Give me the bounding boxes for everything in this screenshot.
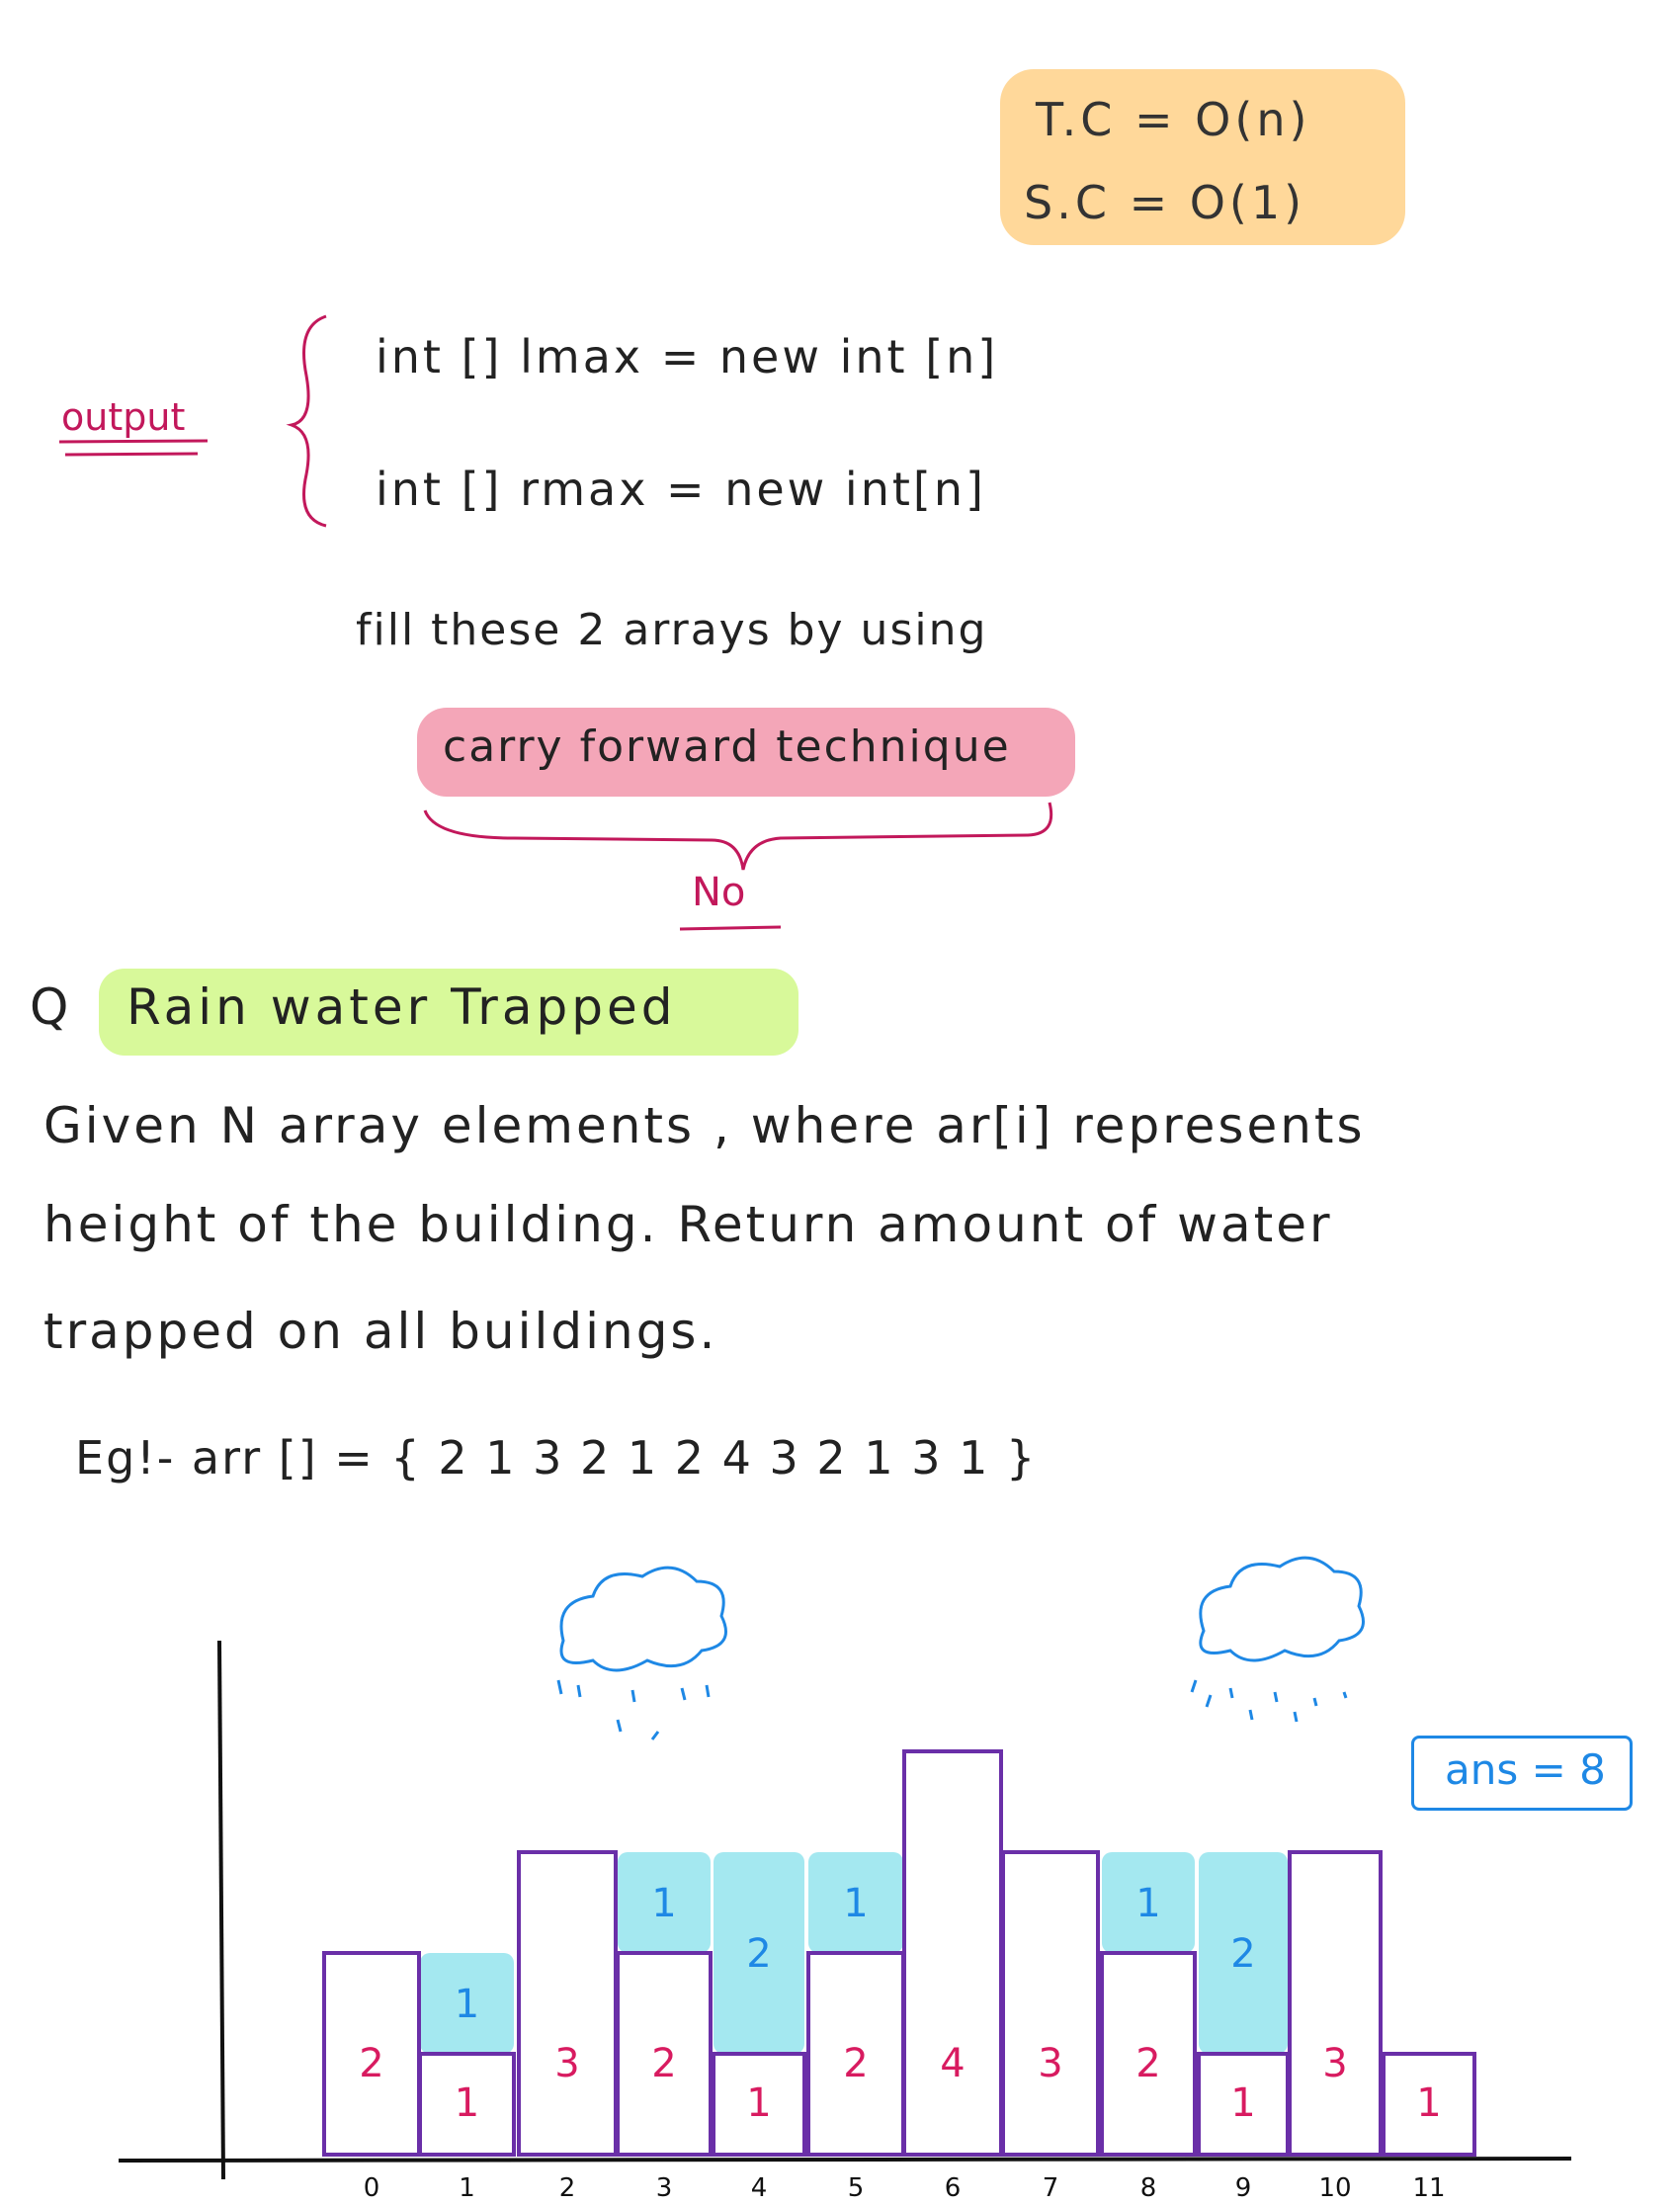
question-title: Rain water Trapped: [126, 978, 677, 1036]
rain-left: [556, 1679, 711, 1740]
water-5: [808, 1852, 903, 1953]
x-tick-9: 9: [1235, 2173, 1252, 2203]
bars-layer: [322, 1749, 1476, 2157]
water-3: [618, 1852, 711, 1953]
water-label-1: 1: [455, 1982, 479, 2027]
question-marker: Q: [30, 978, 69, 1036]
bar-label-1: 1: [455, 2080, 479, 2126]
x-tick-7: 7: [1043, 2173, 1059, 2203]
description-line-1: Given N array elements , where ar[i] rep…: [43, 1097, 1366, 1154]
cloud-left: [559, 1566, 727, 1672]
bar-label-0: 2: [359, 2041, 383, 2086]
technique-text: carry forward technique: [443, 721, 1011, 772]
bar-label-6: 4: [940, 2041, 965, 2086]
x-tick-5: 5: [848, 2173, 865, 2203]
bar-label-8: 2: [1135, 2041, 1160, 2086]
water-4: [714, 1852, 804, 2054]
x-axis: [118, 2157, 1572, 2163]
x-tick-1: 1: [459, 2173, 475, 2203]
bar-label-10: 3: [1322, 2041, 1347, 2086]
fill-text: fill these 2 arrays by using: [356, 605, 988, 655]
water-label-8: 1: [1135, 1881, 1160, 1926]
bar-3: [616, 1951, 713, 2157]
bar-label-11: 1: [1416, 2080, 1441, 2126]
bar-label-4: 1: [746, 2080, 771, 2126]
bar-8: [1100, 1951, 1197, 2157]
water-label-3: 1: [651, 1881, 676, 1926]
x-tick-8: 8: [1140, 2173, 1157, 2203]
no-label: No: [692, 870, 746, 915]
x-tick-6: 6: [945, 2173, 962, 2203]
example-array: Eg!- arr [] = { 2 1 3 2 1 2 4 3 2 1 3 1 …: [75, 1431, 1038, 1485]
answer-box: [1411, 1736, 1633, 1811]
water-8: [1102, 1852, 1195, 1953]
x-tick-labels: 0 1 2 3 4 5 6 7 8 9 10 11: [364, 2173, 1446, 2203]
water-9: [1199, 1852, 1288, 2054]
labels-layer: 2 1 1 3 1 2 2 1 1 2 4 3 1 2 2 1 3 1: [359, 1881, 1441, 2126]
bar-11: [1382, 2052, 1476, 2157]
bar-label-3: 2: [651, 2041, 676, 2086]
water-label-4: 2: [746, 1931, 771, 1977]
bar-2: [517, 1850, 618, 2157]
water-layer: [420, 1852, 1288, 2054]
bar-10: [1288, 1850, 1383, 2157]
x-tick-2: 2: [559, 2173, 576, 2203]
time-complexity: T.C = O(n): [1036, 93, 1311, 146]
rmax-declaration: int [] rmax = new int[n]: [376, 463, 986, 516]
output-label: output: [61, 395, 186, 439]
bar-1: [418, 2052, 516, 2157]
x-tick-4: 4: [751, 2173, 768, 2203]
axes: [118, 1640, 1572, 2180]
bar-label-5: 2: [843, 2041, 868, 2086]
bar-4: [712, 2052, 806, 2157]
water-1: [420, 1953, 514, 2054]
x-tick-3: 3: [656, 2173, 673, 2203]
bar-7: [1001, 1850, 1100, 2157]
y-axis: [217, 1640, 225, 2180]
technique-highlight: [417, 708, 1075, 797]
bar-6: [902, 1749, 1003, 2157]
answer-text: ans = 8: [1445, 1745, 1606, 1794]
bar-label-7: 3: [1038, 2041, 1062, 2086]
description-line-2: height of the building. Return amount of…: [43, 1196, 1333, 1253]
bar-label-9: 1: [1230, 2080, 1255, 2126]
lmax-declaration: int [] lmax = new int [n]: [376, 330, 999, 383]
water-label-5: 1: [843, 1881, 868, 1926]
rain-right: [1190, 1679, 1348, 1723]
x-tick-0: 0: [364, 2173, 380, 2203]
water-label-9: 2: [1230, 1931, 1255, 1977]
description-line-3: trapped on all buildings.: [43, 1303, 718, 1360]
complexity-highlight: [1000, 69, 1405, 245]
bar-label-2: 3: [554, 2041, 579, 2086]
space-complexity: S.C = O(1): [1024, 176, 1306, 229]
question-highlight: [99, 969, 798, 1056]
cloud-right: [1199, 1556, 1365, 1662]
clouds: [556, 1556, 1365, 1740]
x-tick-11: 11: [1412, 2173, 1445, 2203]
x-tick-10: 10: [1318, 2173, 1351, 2203]
